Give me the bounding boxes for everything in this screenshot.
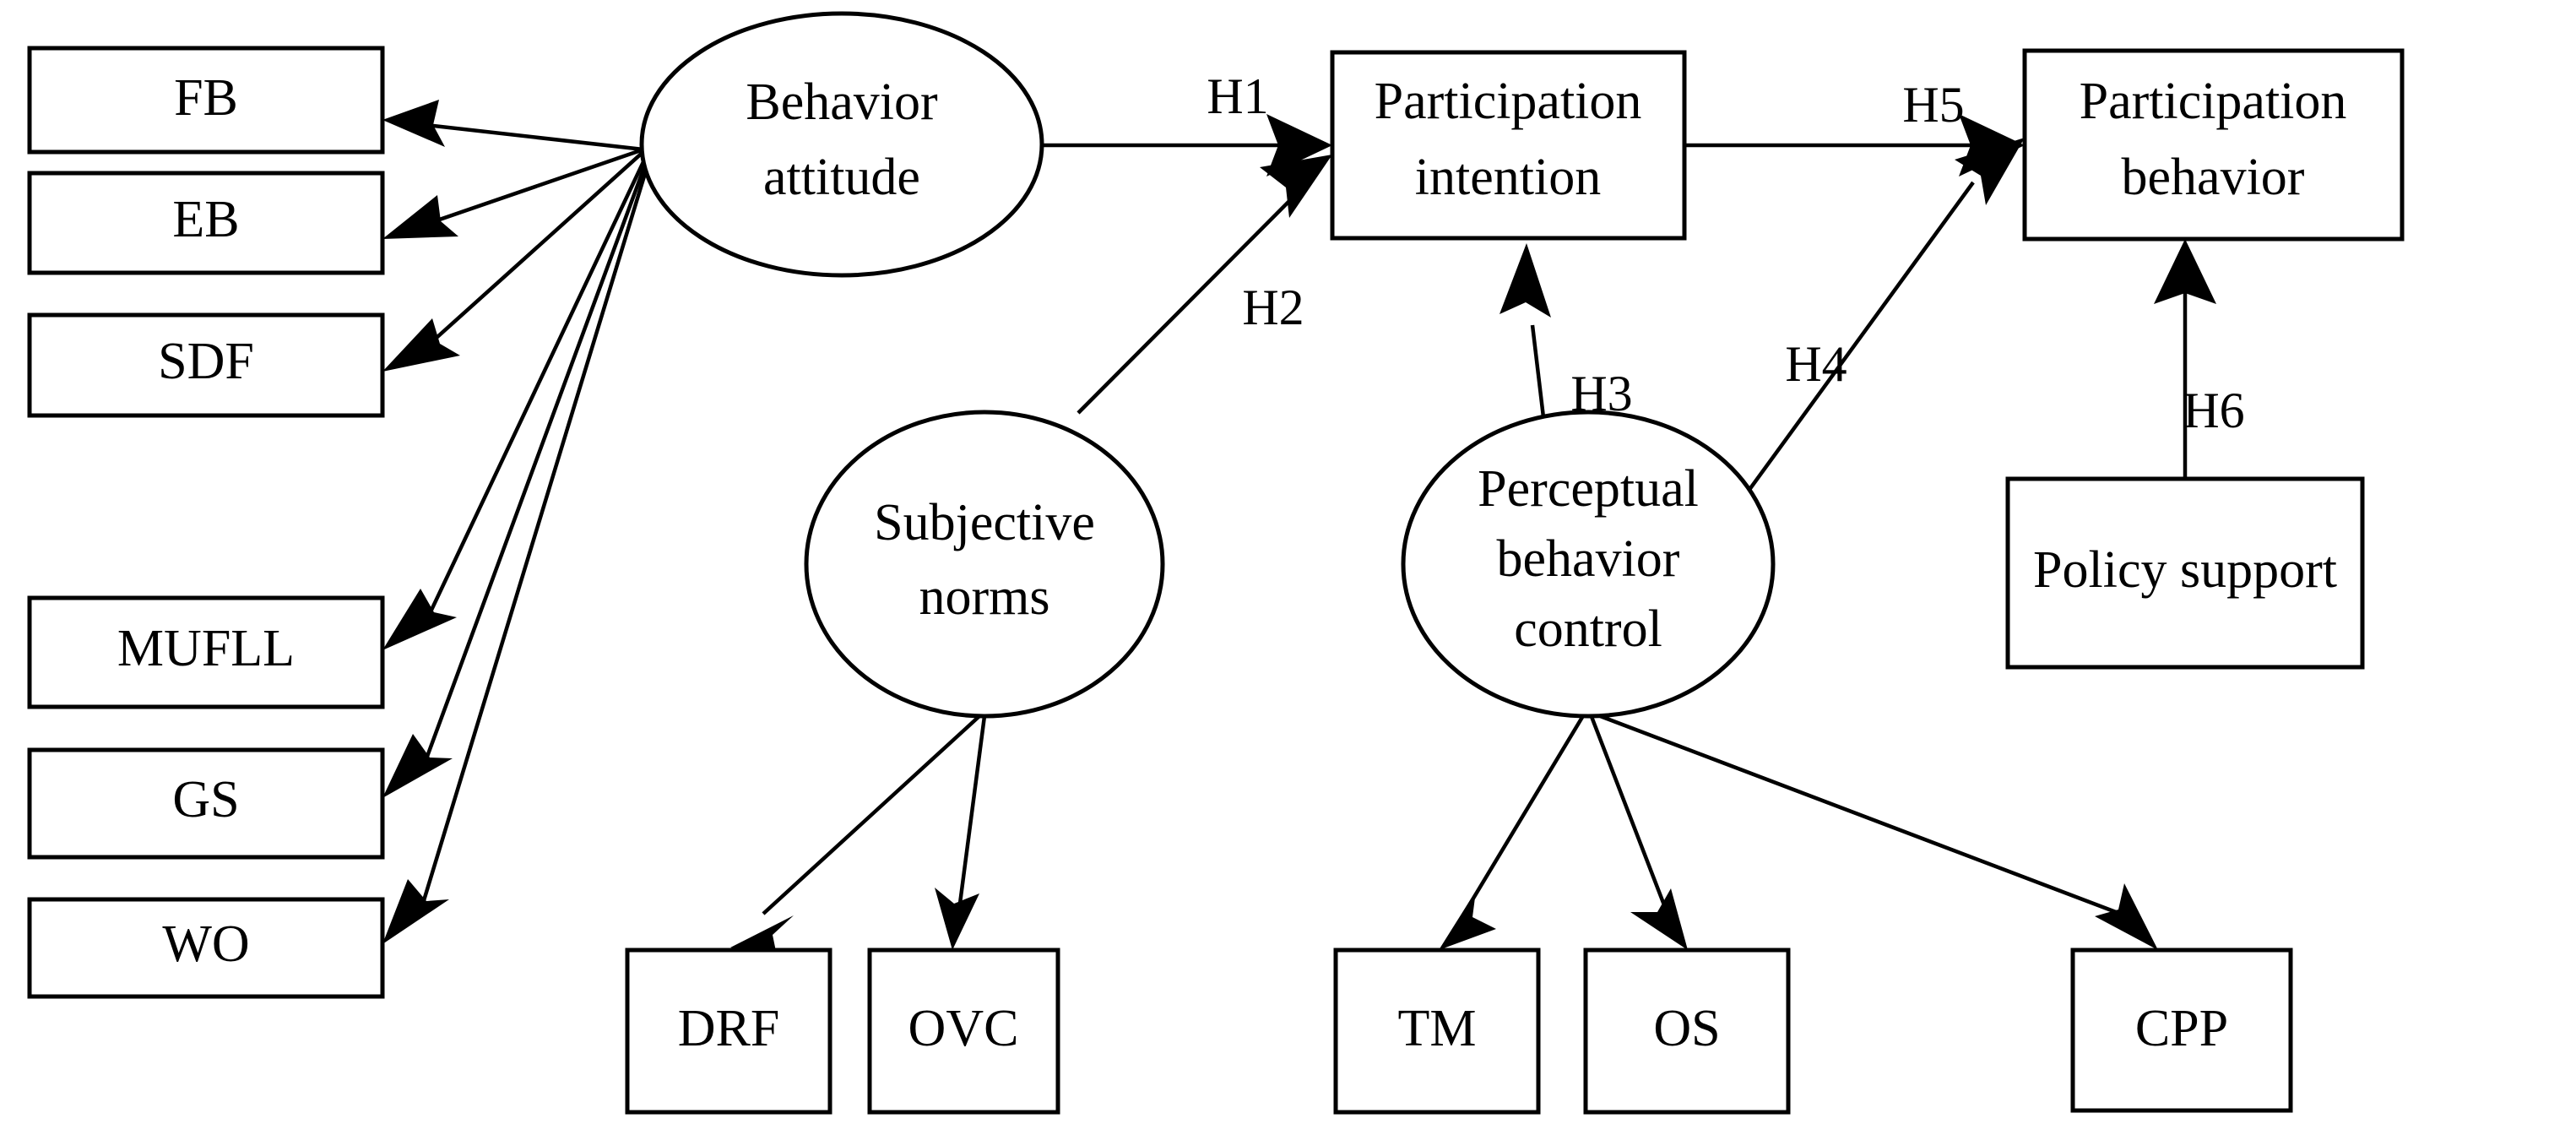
arrow-head-icon bbox=[382, 589, 457, 650]
node-eb-label: EB bbox=[172, 191, 239, 248]
edge-behavior-attitude-to-eb bbox=[382, 147, 644, 239]
node-cpp[interactable]: CPP bbox=[2070, 948, 2293, 1113]
hypothesis-label-h6: H6 bbox=[2183, 383, 2244, 438]
edge-policy-support-to-participation-behavior bbox=[2154, 239, 2216, 479]
node-os-label: OS bbox=[1653, 1000, 1720, 1057]
arrow-head-icon bbox=[1500, 243, 1551, 318]
arrow-head-icon bbox=[382, 879, 449, 944]
node-participation-intention[interactable]: Participation intention bbox=[1330, 50, 1687, 241]
hypothesis-label-h4: H4 bbox=[1785, 336, 1847, 392]
node-subjective-norms-label-line1: Subjective bbox=[874, 494, 1095, 551]
arrow-head-icon bbox=[1266, 114, 1332, 176]
edge-behavior-attitude-to-mufll bbox=[382, 150, 651, 650]
edge-perceptual-behavior-control-to-cpp bbox=[1595, 712, 2158, 950]
edge-perceptual-behavior-control-to-os bbox=[1588, 714, 1688, 950]
node-tm-label: TM bbox=[1398, 1000, 1477, 1057]
node-perceptual-behavior-control-label-line3: control bbox=[1514, 600, 1662, 658]
node-os[interactable]: OS bbox=[1583, 948, 1791, 1115]
node-wo-label: WO bbox=[162, 915, 249, 973]
edge-participation-intention-to-participation-behavior bbox=[1684, 114, 2025, 176]
arrow-head-icon bbox=[1260, 155, 1332, 218]
node-participation-behavior-label-line2: behavior bbox=[2122, 149, 2305, 206]
arrow-head-icon bbox=[1439, 891, 1496, 950]
edge-perceptual-behavior-control-to-tm bbox=[1439, 713, 1586, 950]
hypothesis-label-h5: H5 bbox=[1902, 77, 1964, 133]
node-behavior-attitude-label-line2: attitude bbox=[763, 149, 920, 206]
arrow-head-icon bbox=[935, 888, 979, 950]
edge-subjective-norms-to-ovc bbox=[935, 715, 987, 950]
arrow-head-icon bbox=[382, 734, 453, 798]
edge-behavior-attitude-to-gs bbox=[382, 150, 653, 798]
node-participation-intention-label-line1: Participation bbox=[1375, 73, 1642, 130]
edge-behavior-attitude-to-sdf bbox=[382, 148, 648, 372]
node-perceptual-behavior-control-label-line1: Perceptual bbox=[1478, 460, 1699, 518]
arrow-head-icon bbox=[382, 195, 458, 239]
node-policy-support[interactable]: Policy support bbox=[2005, 476, 2365, 670]
node-behavior-attitude[interactable]: Behavior attitude bbox=[639, 11, 1044, 278]
edge-behavior-attitude-to-wo bbox=[382, 150, 654, 944]
node-policy-support-label: Policy support bbox=[2033, 541, 2337, 599]
edge-subjective-norms-to-participation-intention bbox=[1076, 155, 1332, 415]
arrow-head-icon bbox=[1959, 114, 2025, 176]
edge-subjective-norms-to-drf bbox=[730, 714, 981, 959]
arrow-head-icon bbox=[2154, 239, 2216, 304]
node-tm[interactable]: TM bbox=[1333, 948, 1541, 1115]
node-wo[interactable]: WO bbox=[27, 897, 385, 999]
edge-behavior-attitude-to-participation-intention bbox=[1042, 114, 1332, 176]
node-sdf[interactable]: SDF bbox=[27, 312, 385, 418]
node-mufll[interactable]: MUFLL bbox=[27, 595, 385, 709]
node-drf-label: DRF bbox=[678, 1000, 780, 1057]
arrow-head-icon bbox=[382, 100, 445, 147]
node-ovc-label: OVC bbox=[908, 1000, 1019, 1057]
node-gs-label: GS bbox=[172, 771, 239, 828]
edge-behavior-attitude-to-fb bbox=[382, 100, 644, 152]
node-ovc[interactable]: OVC bbox=[867, 948, 1060, 1115]
node-cpp-label: CPP bbox=[2135, 1000, 2228, 1057]
node-behavior-attitude-label-line1: Behavior bbox=[746, 73, 938, 131]
node-sdf-label: SDF bbox=[158, 333, 254, 390]
node-perceptual-behavior-control-label-line2: behavior bbox=[1497, 530, 1680, 588]
node-eb[interactable]: EB bbox=[27, 171, 385, 275]
hypothesis-label-h1: H1 bbox=[1207, 68, 1268, 124]
arrow-head-icon bbox=[382, 318, 460, 372]
node-participation-behavior-label-line1: Participation bbox=[2080, 73, 2347, 130]
node-perceptual-behavior-control[interactable]: Perceptual behavior control bbox=[1401, 410, 1776, 719]
arrow-head-icon bbox=[1630, 888, 1688, 950]
node-mufll-label: MUFLL bbox=[117, 620, 295, 677]
node-drf[interactable]: DRF bbox=[625, 948, 832, 1115]
node-participation-intention-label-line2: intention bbox=[1415, 149, 1601, 206]
hypothesis-label-h2: H2 bbox=[1242, 280, 1304, 335]
node-subjective-norms[interactable]: Subjective norms bbox=[804, 410, 1165, 719]
node-participation-behavior[interactable]: Participation behavior bbox=[2022, 48, 2405, 242]
arrow-head-icon bbox=[2095, 883, 2158, 950]
hypothesis-label-h3: H3 bbox=[1570, 366, 1632, 421]
node-subjective-norms-label-line2: norms bbox=[919, 568, 1050, 626]
node-gs[interactable]: GS bbox=[27, 747, 385, 860]
node-fb[interactable]: FB bbox=[27, 46, 385, 155]
node-fb-label: FB bbox=[174, 69, 238, 127]
